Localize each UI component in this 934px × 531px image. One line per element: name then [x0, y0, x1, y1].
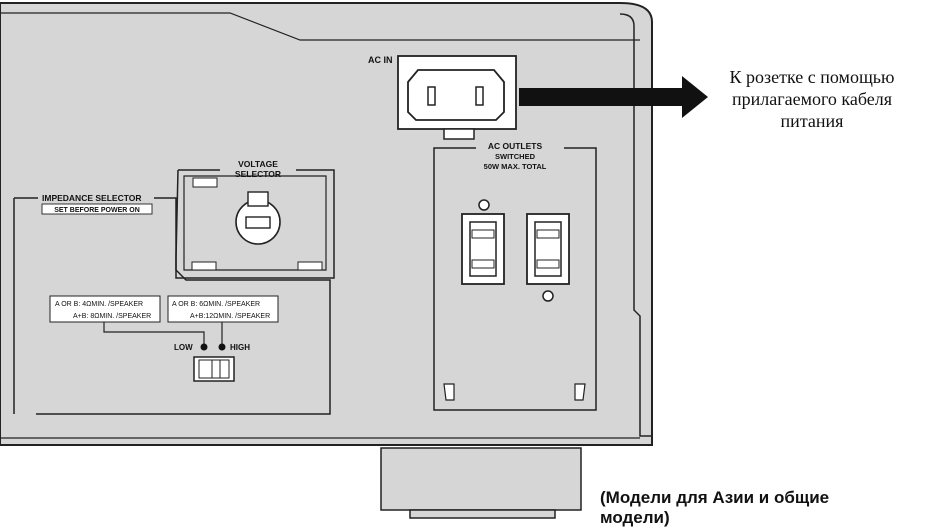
imp-high-line2: A+B:12ΩMIN. /SPEAKER: [190, 313, 270, 320]
impedance-selector: IMPEDANCE SELECTOR SET BEFORE POWER ON A…: [13, 193, 331, 415]
ac-outlets-panel: AC OUTLETS SWITCHED 50W MAX. TOTAL: [433, 140, 597, 411]
switched-label: SWITCHED: [495, 152, 536, 161]
impedance-label: IMPEDANCE SELECTOR: [42, 193, 142, 203]
outlet-right: [526, 213, 570, 285]
outlet-left: [461, 213, 505, 285]
selector-label: SELECTOR: [235, 169, 281, 179]
ac-outlets-label: AC OUTLETS: [488, 141, 543, 151]
high-label: HIGH: [230, 343, 250, 352]
power-cable-note: К розетке с помощью прилагаемого кабеля …: [690, 66, 934, 132]
note-line-2: прилагаемого кабеля: [731, 89, 893, 109]
low-label: LOW: [174, 343, 193, 352]
caption-line-1: (Модели для Азии и общие: [600, 488, 830, 507]
ac-in-label: AC IN: [368, 55, 393, 65]
panel-foot: [380, 447, 582, 519]
arrow-icon: [519, 76, 708, 118]
imp-high-line1: A OR B: 6ΩMIN. /SPEAKER: [172, 301, 260, 308]
imp-low-line2: A+B: 8ΩMIN. /SPEAKER: [73, 313, 151, 320]
impedance-switch: [193, 356, 235, 382]
caption-line-2: модели): [600, 508, 670, 527]
ac-in-socket: [397, 55, 517, 140]
set-before-label: SET BEFORE POWER ON: [54, 207, 140, 214]
imp-low-line1: A OR B: 4ΩMIN. /SPEAKER: [55, 301, 143, 308]
note-line-1: К розетке с помощью: [729, 67, 895, 87]
model-caption: (Модели для Азии и общие модели): [600, 488, 829, 528]
voltage-label: VOLTAGE: [238, 159, 278, 169]
max-total-label: 50W MAX. TOTAL: [484, 162, 547, 171]
note-line-3: питания: [780, 111, 844, 131]
voltage-selector: VOLTAGE SELECTOR: [175, 159, 335, 279]
